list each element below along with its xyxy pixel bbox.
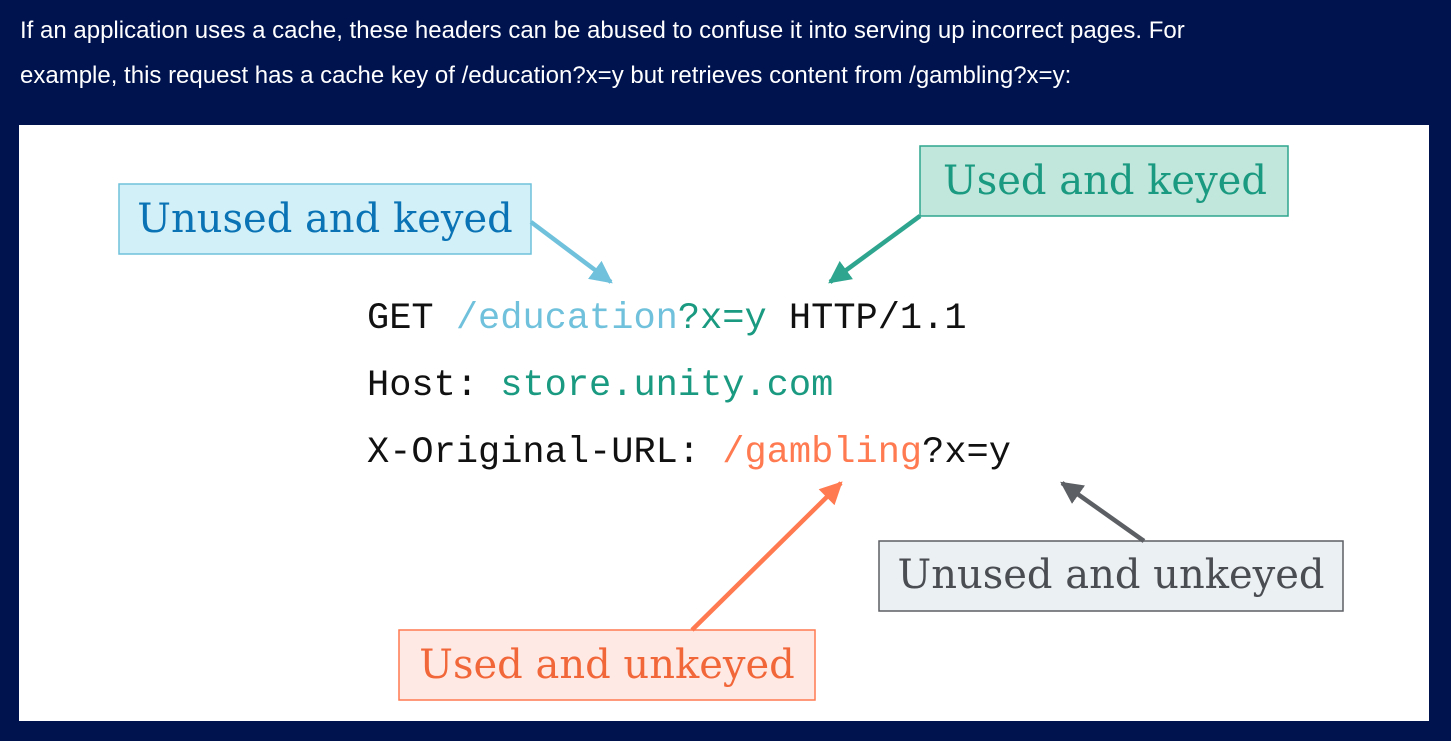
diagram-canvas: Unused and keyed Used and keyed Unused a… [118, 145, 1344, 701]
label-unused-keyed: Unused and keyed [118, 183, 532, 255]
x-original-url-query: ?x=y [922, 432, 1011, 474]
host-header-name: Host: [367, 365, 500, 407]
request-protocol: HTTP/1.1 [767, 298, 967, 340]
label-unused-keyed-text: Unused and keyed [137, 196, 512, 242]
x-original-url-line: X-Original-URL: /gambling?x=y [367, 432, 1011, 474]
request-path: /education [456, 298, 678, 340]
label-unused-unkeyed: Unused and unkeyed [878, 540, 1344, 612]
label-used-keyed: Used and keyed [919, 145, 1289, 217]
x-original-url-header-name: X-Original-URL: [367, 432, 722, 474]
host-header-line: Host: store.unity.com [367, 365, 833, 407]
intro-line-1: If an application uses a cache, these he… [20, 17, 1185, 44]
arrow-used-keyed [828, 214, 922, 284]
intro-paragraph: If an application uses a cache, these he… [20, 8, 1420, 98]
label-used-unkeyed-text: Used and unkeyed [419, 642, 794, 688]
intro-line-2: example, this request has a cache key of… [20, 62, 1072, 89]
label-used-unkeyed: Used and unkeyed [398, 629, 816, 701]
host-header-value: store.unity.com [500, 365, 833, 407]
request-query: ?x=y [678, 298, 767, 340]
arrow-unused-keyed [529, 220, 613, 284]
arrow-used-unkeyed [690, 481, 843, 632]
request-line: GET /education?x=y HTTP/1.1 [367, 298, 967, 340]
label-unused-unkeyed-text: Unused and unkeyed [898, 552, 1325, 598]
request-method: GET [367, 298, 456, 340]
x-original-url-path: /gambling [722, 432, 922, 474]
label-used-keyed-text: Used and keyed [943, 158, 1267, 204]
arrow-unused-unkeyed [1060, 481, 1146, 543]
cache-key-diagram: Unused and keyed Used and keyed Unused a… [19, 125, 1429, 721]
http-request: GET /education?x=y HTTP/1.1 Host: store.… [367, 298, 1011, 474]
